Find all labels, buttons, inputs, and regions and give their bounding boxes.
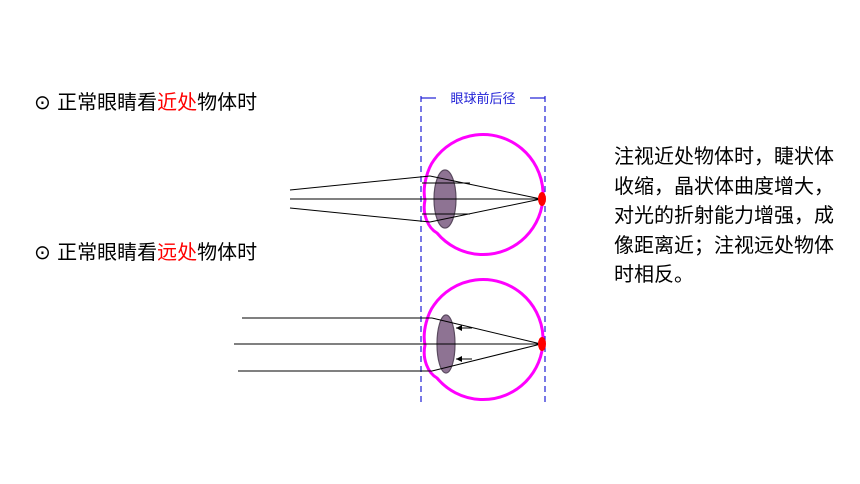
explanation-text: 注视近处物体时，睫状体收缩，晶状体曲度增大，对光的折射能力增强，成像距离近；注视…: [614, 144, 834, 286]
dimension-label: 眼球前后径: [450, 91, 515, 107]
near-object-heading: ⊙ 正常眼睛看近处物体时: [34, 89, 257, 115]
near-heading-highlight: 近处: [157, 90, 198, 114]
far-heading-highlight: 远处: [157, 240, 198, 264]
far-converge-bottom: [431, 343, 542, 372]
near-ray-bottom: [289, 207, 431, 223]
near-retina-point: [538, 192, 546, 206]
near-ray-top: [289, 175, 431, 191]
far-eye: [234, 278, 546, 402]
near-converge-top: [429, 175, 542, 200]
near-eye: [289, 133, 546, 257]
far-converge-top: [431, 317, 542, 345]
near-converge-bottom: [429, 198, 542, 223]
far-retina-point: [538, 337, 546, 351]
near-heading-suffix: 物体时: [197, 90, 258, 114]
far-heading-prefix: ⊙ 正常眼睛看: [34, 240, 158, 264]
far-heading-suffix: 物体时: [197, 240, 258, 264]
near-eyeball-outline: [422, 133, 545, 257]
near-heading-prefix: ⊙ 正常眼睛看: [34, 90, 158, 114]
far-object-heading: ⊙ 正常眼睛看远处物体时: [34, 239, 257, 265]
far-eyeball-outline: [422, 278, 545, 402]
